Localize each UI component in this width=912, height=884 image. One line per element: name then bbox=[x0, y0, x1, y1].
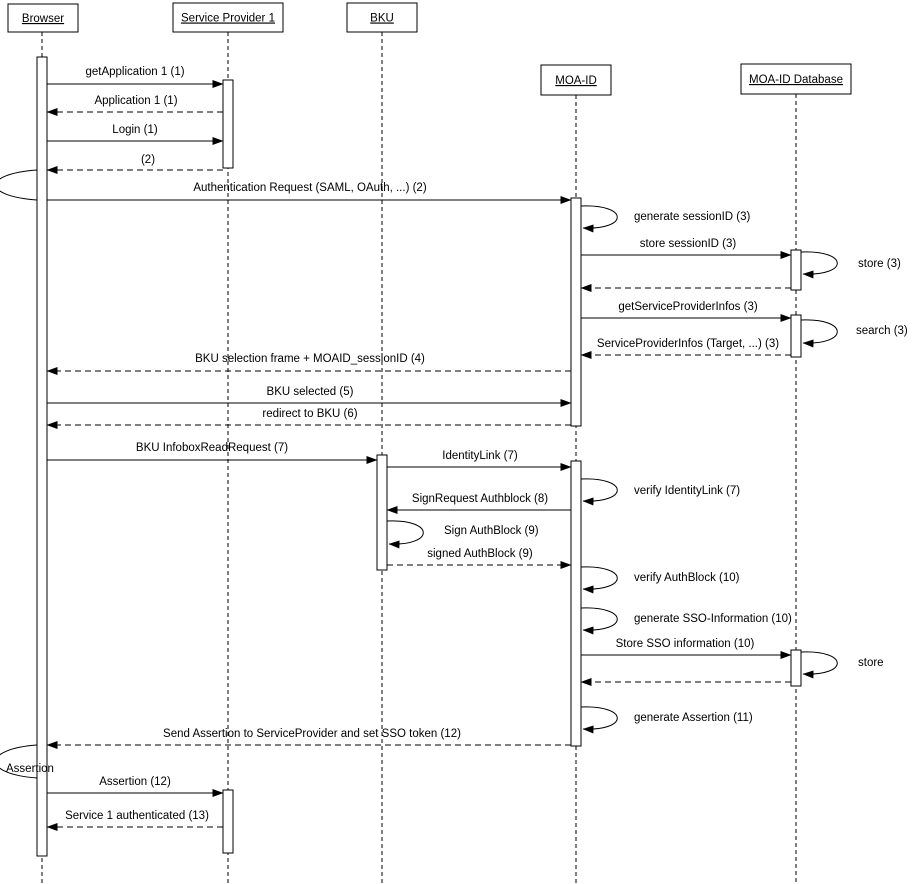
self-message-label: verify AuthBlock (10) bbox=[634, 572, 740, 584]
message-signed-authblock-9: signed AuthBlock (9) bbox=[387, 548, 572, 569]
self-message-arc bbox=[386, 520, 424, 549]
self-message-store-3: store (3) bbox=[800, 251, 901, 279]
self-message-label: store (3) bbox=[858, 258, 901, 270]
message-label: Service 1 authenticated (13) bbox=[65, 810, 209, 822]
connector-curve bbox=[0, 169, 38, 201]
activation-moa-id-database bbox=[790, 314, 802, 358]
activation-moa-id bbox=[570, 197, 582, 427]
message-label: BKU selected (5) bbox=[267, 386, 354, 398]
actor-bku: BKU bbox=[346, 2, 418, 33]
message-send-assertion-to-serviceprovider-and-set-sso-token-12: Send Assertion to ServiceProvider and se… bbox=[46, 728, 571, 749]
self-message-verify-identitylink-7: verify IdentityLink (7) bbox=[580, 478, 740, 506]
actor-service-provider-1: Service Provider 1 bbox=[172, 2, 284, 33]
activation-service-provider-1 bbox=[222, 79, 234, 169]
self-message-sign-authblock-9: Sign AuthBlock (9) bbox=[386, 520, 539, 549]
activation-moa-id-database bbox=[790, 649, 802, 687]
message-label: getServiceProviderInfos (3) bbox=[618, 301, 758, 313]
self-message-label: generate sessionID (3) bbox=[634, 211, 751, 223]
activation-moa-id bbox=[570, 460, 582, 747]
message-label: getApplication 1 (1) bbox=[85, 66, 184, 78]
self-message-generate-assertion-11: generate Assertion (11) bbox=[580, 706, 753, 734]
activation-bku bbox=[376, 454, 388, 571]
message-label: Application 1 (1) bbox=[94, 95, 177, 107]
message-label: Send Assertion to ServiceProvider and se… bbox=[163, 728, 461, 740]
actor-box bbox=[7, 3, 79, 33]
message-label: Login (1) bbox=[112, 124, 158, 136]
actor-label: MOA-ID bbox=[555, 75, 597, 87]
self-message-label: Sign AuthBlock (9) bbox=[444, 525, 539, 537]
self-message-arc bbox=[580, 706, 618, 734]
self-message-generate-sessionid-3: generate sessionID (3) bbox=[580, 205, 751, 233]
message-redirect-to-bku-6: redirect to BKU (6) bbox=[46, 408, 571, 429]
self-message-arc bbox=[800, 651, 838, 679]
actor-box bbox=[346, 2, 418, 33]
self-message-generate-sso-information-10: generate SSO-Information (10) bbox=[580, 607, 792, 635]
actor-box bbox=[172, 2, 284, 33]
actor-box bbox=[740, 63, 852, 95]
actor-label: BKU bbox=[370, 13, 394, 25]
actor-box bbox=[540, 64, 612, 96]
message-store-sessionid-3: store sessionID (3) bbox=[581, 238, 792, 259]
message-label: Authentication Request (SAML, OAuth, ...… bbox=[193, 182, 426, 194]
message-label: Assertion (12) bbox=[99, 776, 171, 788]
self-message-search-3: search (3) bbox=[800, 319, 908, 348]
self-message-arc bbox=[580, 478, 618, 506]
message-label: BKU InfoboxReadRequest (7) bbox=[136, 442, 288, 454]
self-message-store: store bbox=[800, 651, 884, 679]
lifelines bbox=[41, 32, 797, 884]
self-message-arc bbox=[800, 319, 838, 348]
message-label: BKU selection frame + MOAID_sessionID (4… bbox=[195, 353, 425, 365]
message-identitylink-7: IdentityLink (7) bbox=[387, 450, 572, 471]
message-label: (2) bbox=[141, 154, 155, 166]
message-label: redirect to BKU (6) bbox=[262, 408, 357, 420]
activation-service-provider-1 bbox=[222, 789, 234, 854]
activation-browser bbox=[36, 56, 48, 857]
self-message-label: store bbox=[858, 657, 884, 669]
message-login-1: Login (1) bbox=[47, 124, 224, 145]
message-getserviceproviderinfos-3: getServiceProviderInfos (3) bbox=[581, 301, 792, 322]
message-bku-selected-5: BKU selected (5) bbox=[47, 386, 572, 407]
actor-label: Browser bbox=[22, 13, 64, 25]
self-message-label: search (3) bbox=[856, 325, 908, 337]
self-message-verify-authblock-10: verify AuthBlock (10) bbox=[580, 566, 740, 594]
message-bku-selection-frame-moaid-sessionid-4: BKU selection frame + MOAID_sessionID (4… bbox=[46, 353, 571, 375]
actor-moa-id-database: MOA-ID Database bbox=[740, 63, 852, 95]
connector-label: Assertion bbox=[6, 763, 54, 775]
actor-label: MOA-ID Database bbox=[749, 74, 843, 86]
message-getapplication-1-1: getApplication 1 (1) bbox=[47, 66, 224, 88]
message-service-1-authenticated-13: Service 1 authenticated (13) bbox=[46, 810, 223, 831]
message-signrequest-authblock-8: SignRequest Authblock (8) bbox=[386, 493, 571, 514]
message-label: ServiceProviderInfos (Target, ...) (3) bbox=[597, 338, 779, 350]
connector-curve bbox=[0, 744, 38, 779]
connector-return bbox=[0, 169, 38, 201]
self-message-label: verify IdentityLink (7) bbox=[634, 485, 740, 497]
actor-browser: Browser bbox=[7, 3, 79, 33]
message-application-1-1: Application 1 (1) bbox=[46, 95, 223, 116]
message-label: store sessionID (3) bbox=[640, 238, 737, 250]
message-assertion-12: Assertion (12) bbox=[47, 776, 224, 797]
self-message-arc bbox=[580, 566, 618, 594]
self-message-label: generate SSO-Information (10) bbox=[634, 613, 792, 625]
message-label: SignRequest Authblock (8) bbox=[412, 493, 548, 505]
message-label: signed AuthBlock (9) bbox=[427, 548, 533, 560]
actor-label: Service Provider 1 bbox=[181, 13, 275, 25]
self-message-arc bbox=[800, 251, 838, 279]
message-store-sso-information-10: Store SSO information (10) bbox=[581, 638, 792, 659]
activations bbox=[36, 56, 802, 857]
self-message-label: generate Assertion (11) bbox=[634, 712, 753, 724]
message-label: IdentityLink (7) bbox=[442, 450, 518, 462]
self-message-arc bbox=[580, 607, 618, 635]
actor-moa-id: MOA-ID bbox=[540, 64, 612, 96]
message-authentication-request-saml-oauth-2: Authentication Request (SAML, OAuth, ...… bbox=[47, 182, 572, 204]
connector-assertion: Assertion bbox=[0, 744, 54, 779]
activation-moa-id-database bbox=[790, 249, 802, 291]
message-serviceproviderinfos-target-3: ServiceProviderInfos (Target, ...) (3) bbox=[580, 338, 791, 359]
message-2: (2) bbox=[46, 154, 223, 174]
message-bku-infoboxreadrequest-7: BKU InfoboxReadRequest (7) bbox=[47, 442, 378, 464]
message-label: Store SSO information (10) bbox=[616, 638, 755, 650]
self-message-arc bbox=[580, 205, 618, 233]
